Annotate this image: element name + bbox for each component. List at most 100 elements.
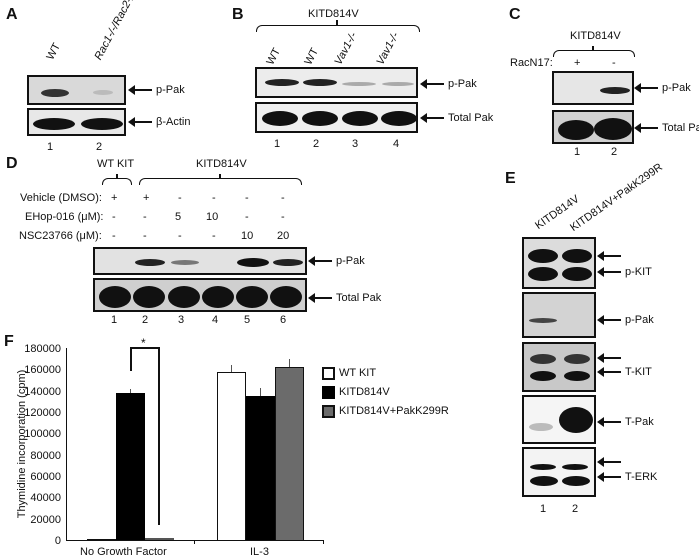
lane-label: Vav1-/- xyxy=(374,30,402,67)
lane-number: 2 xyxy=(572,503,579,515)
cell: + xyxy=(143,192,150,204)
cell: - xyxy=(281,211,285,223)
lane-number: 1 xyxy=(47,141,54,153)
arrow-label: T-ERK xyxy=(597,471,657,483)
y-axis xyxy=(66,348,67,541)
x-category: IL-3 xyxy=(250,546,269,558)
x-tick xyxy=(194,540,195,544)
arrow-label: p-Pak xyxy=(128,84,185,96)
brace xyxy=(139,178,302,185)
arrow-label: p-KIT xyxy=(597,266,652,278)
blot-b-ppak xyxy=(255,67,418,98)
brace xyxy=(102,178,132,185)
x-category: No Growth Factor xyxy=(80,546,167,558)
brace-tip xyxy=(336,20,338,25)
lane-number: 2 xyxy=(611,146,618,158)
y-tick: 60000 xyxy=(30,471,61,483)
brace-tip xyxy=(219,174,221,179)
arrow-icon-only xyxy=(597,353,625,363)
bar-ngf-wtkit xyxy=(87,539,116,540)
cell: - xyxy=(112,230,116,242)
row-value: - xyxy=(612,57,616,69)
arrow-label: β-Actin xyxy=(128,116,190,128)
error-bar xyxy=(231,365,232,372)
arrow-icon xyxy=(597,367,621,377)
blot-a-ppak xyxy=(27,75,126,105)
blot-c-ppak xyxy=(552,71,634,105)
blot-a-actin xyxy=(27,108,126,136)
bar-il3-pakk299r xyxy=(275,367,304,540)
cell: - xyxy=(178,192,182,204)
cell: - xyxy=(245,192,249,204)
arrow-icon xyxy=(597,251,621,261)
panel-d-label: D xyxy=(6,155,18,172)
lane-number: 1 xyxy=(274,138,281,150)
arrow-icon-only xyxy=(597,251,625,261)
row-value: + xyxy=(574,57,581,69)
y-tick: 20000 xyxy=(30,514,61,526)
lane-number: 2 xyxy=(96,141,103,153)
lane-number: 1 xyxy=(111,314,118,326)
lane-number: 5 xyxy=(244,314,251,326)
legend-label: KITD814V xyxy=(339,386,390,398)
blot-e-tkit xyxy=(522,342,596,392)
lane-number: 1 xyxy=(574,146,581,158)
brace-tip xyxy=(116,174,118,179)
panel-f-label: F xyxy=(4,333,14,350)
y-tick: 120000 xyxy=(24,407,61,419)
cell: - xyxy=(178,230,182,242)
cell: 20 xyxy=(277,230,290,242)
arrow-icon xyxy=(420,79,444,89)
arrow-icon xyxy=(597,267,621,277)
blot-d-totalpak xyxy=(93,278,307,312)
arrow-icon xyxy=(420,113,444,123)
brace xyxy=(553,50,635,57)
arrow-label: T-Pak xyxy=(597,416,654,428)
lane-label: KITD814V+PakK299R xyxy=(568,161,665,234)
lane-number: 2 xyxy=(313,138,320,150)
lane-label: WT xyxy=(264,46,284,67)
row-label: NSC23766 (μM): xyxy=(19,230,102,242)
bar-ngf-pakk299r xyxy=(145,538,174,540)
arrow-label: Total Pak xyxy=(634,122,699,134)
y-tick: 160000 xyxy=(24,364,61,376)
arrow-icon xyxy=(597,472,621,482)
cell: 5 xyxy=(175,211,182,223)
cell: - xyxy=(212,192,216,204)
lane-label: WT xyxy=(302,46,322,67)
significance-bracket xyxy=(130,347,160,371)
arrow-icon xyxy=(308,293,332,303)
legend-swatch-pakk299r xyxy=(322,405,335,418)
arrow-icon xyxy=(597,315,621,325)
brace-tip xyxy=(592,46,594,51)
panel-b-label: B xyxy=(232,6,244,23)
lane-number: 3 xyxy=(352,138,359,150)
arrow-icon xyxy=(128,85,152,95)
y-tick: 0 xyxy=(54,535,61,547)
x-tick xyxy=(323,540,324,544)
lane-number: 3 xyxy=(178,314,185,326)
lane-number: 2 xyxy=(142,314,149,326)
y-axis-title: Thymidine incorporation (cpm) xyxy=(16,369,28,519)
y-tick: 100000 xyxy=(24,428,61,440)
significance-star: * xyxy=(141,336,146,350)
legend-label: WT KIT xyxy=(339,367,377,379)
cell: - xyxy=(281,192,285,204)
lane-number: 4 xyxy=(393,138,400,150)
blot-e-terk xyxy=(522,447,596,497)
blot-d-ppak xyxy=(93,247,307,275)
legend-swatch-kitd814v xyxy=(322,386,335,399)
arrow-icon xyxy=(634,83,658,93)
lane-number: 1 xyxy=(540,503,547,515)
row-label: Vehicle (DMSO): xyxy=(20,192,102,204)
arrow-label: p-Pak xyxy=(597,314,654,326)
arrow-label: p-Pak xyxy=(308,255,365,267)
cell: + xyxy=(111,192,118,204)
panel-e-label: E xyxy=(505,170,516,187)
group-label: WT KIT xyxy=(97,158,135,170)
group-label: KITD814V xyxy=(196,158,247,170)
cell: - xyxy=(212,230,216,242)
lane-label: Vav1-/- xyxy=(332,30,360,67)
arrow-label: Total Pak xyxy=(420,112,493,124)
arrow-icon xyxy=(128,117,152,127)
